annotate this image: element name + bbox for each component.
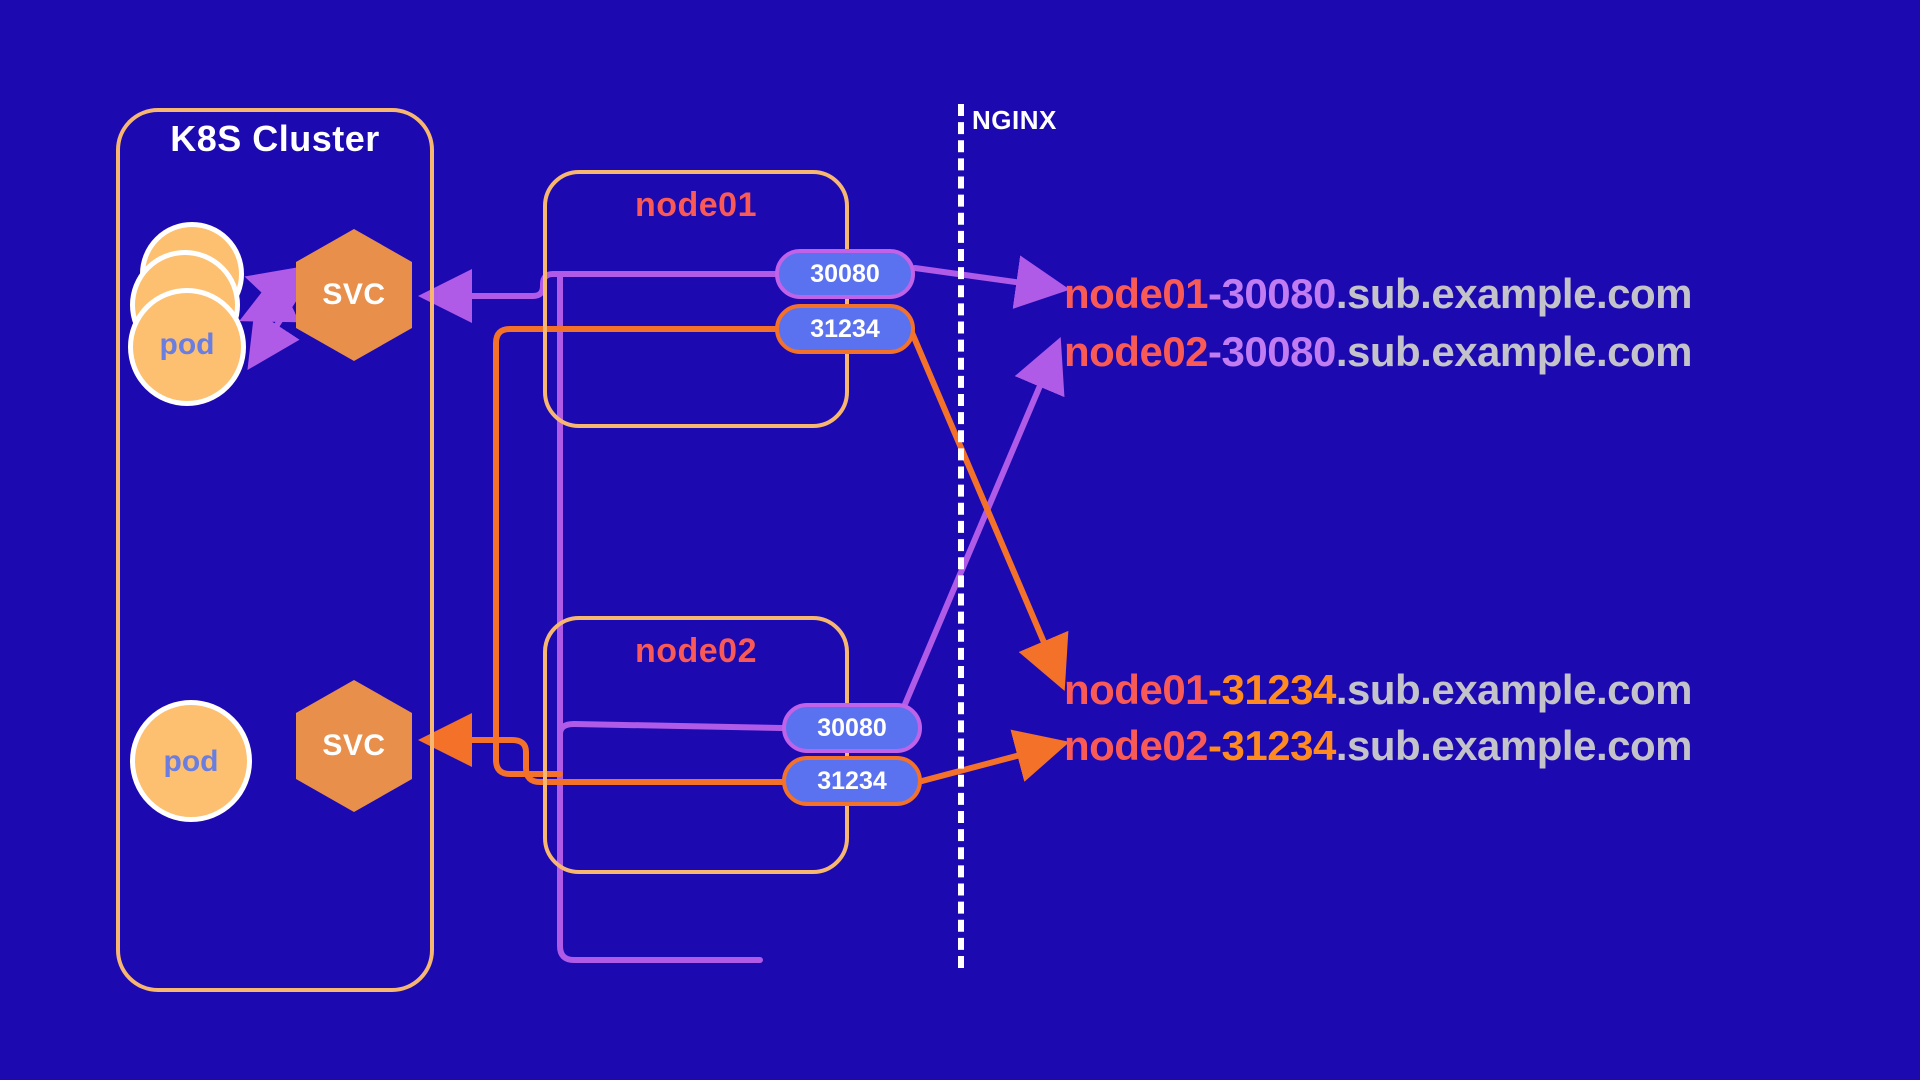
k8s-cluster-box — [116, 108, 434, 992]
pod-top-front — [128, 288, 246, 406]
domain-node01-30080: node01-30080.sub.example.com — [1064, 270, 1692, 318]
domain-node01-31234: node01-31234.sub.example.com — [1064, 666, 1692, 714]
domain-node02-31234: node02-31234.sub.example.com — [1064, 722, 1692, 770]
domain-port: -31234 — [1208, 722, 1336, 769]
pod-bottom — [130, 700, 252, 822]
service-bottom-label: SVC — [322, 729, 386, 762]
pod-top-label: pod — [159, 328, 215, 361]
domain-suffix: .sub.example.com — [1335, 270, 1693, 317]
domain-host: node02 — [1064, 722, 1209, 769]
domain-suffix: .sub.example.com — [1335, 722, 1693, 769]
domain-suffix: .sub.example.com — [1335, 328, 1693, 375]
nginx-label: NGINX — [972, 105, 1057, 135]
domain-host: node01 — [1064, 270, 1209, 317]
domain-suffix: .sub.example.com — [1335, 666, 1693, 713]
domain-node02-30080: node02-30080.sub.example.com — [1064, 328, 1692, 376]
service-hexagon-bottom: SVC — [296, 680, 412, 812]
node01-port-30080[interactable]: 30080 — [775, 249, 915, 299]
domain-port: -30080 — [1208, 270, 1336, 317]
domain-port: -30080 — [1208, 328, 1336, 375]
domain-host: node02 — [1064, 328, 1209, 375]
node02-port-30080[interactable]: 30080 — [782, 703, 922, 753]
node02-port-31234[interactable]: 31234 — [782, 756, 922, 806]
pod-bottom-label: pod — [163, 745, 219, 778]
domain-port: -31234 — [1208, 666, 1336, 713]
domain-host: node01 — [1064, 666, 1209, 713]
service-hexagon-top: SVC — [296, 229, 412, 361]
node01-port-31234[interactable]: 31234 — [775, 304, 915, 354]
node01-title: node01 — [634, 186, 758, 224]
k8s-cluster-title: K8S Cluster — [170, 118, 380, 159]
node02-title: node02 — [634, 632, 758, 670]
node01-box — [543, 170, 849, 428]
nginx-divider-line — [958, 104, 964, 968]
service-top-label: SVC — [322, 278, 386, 311]
